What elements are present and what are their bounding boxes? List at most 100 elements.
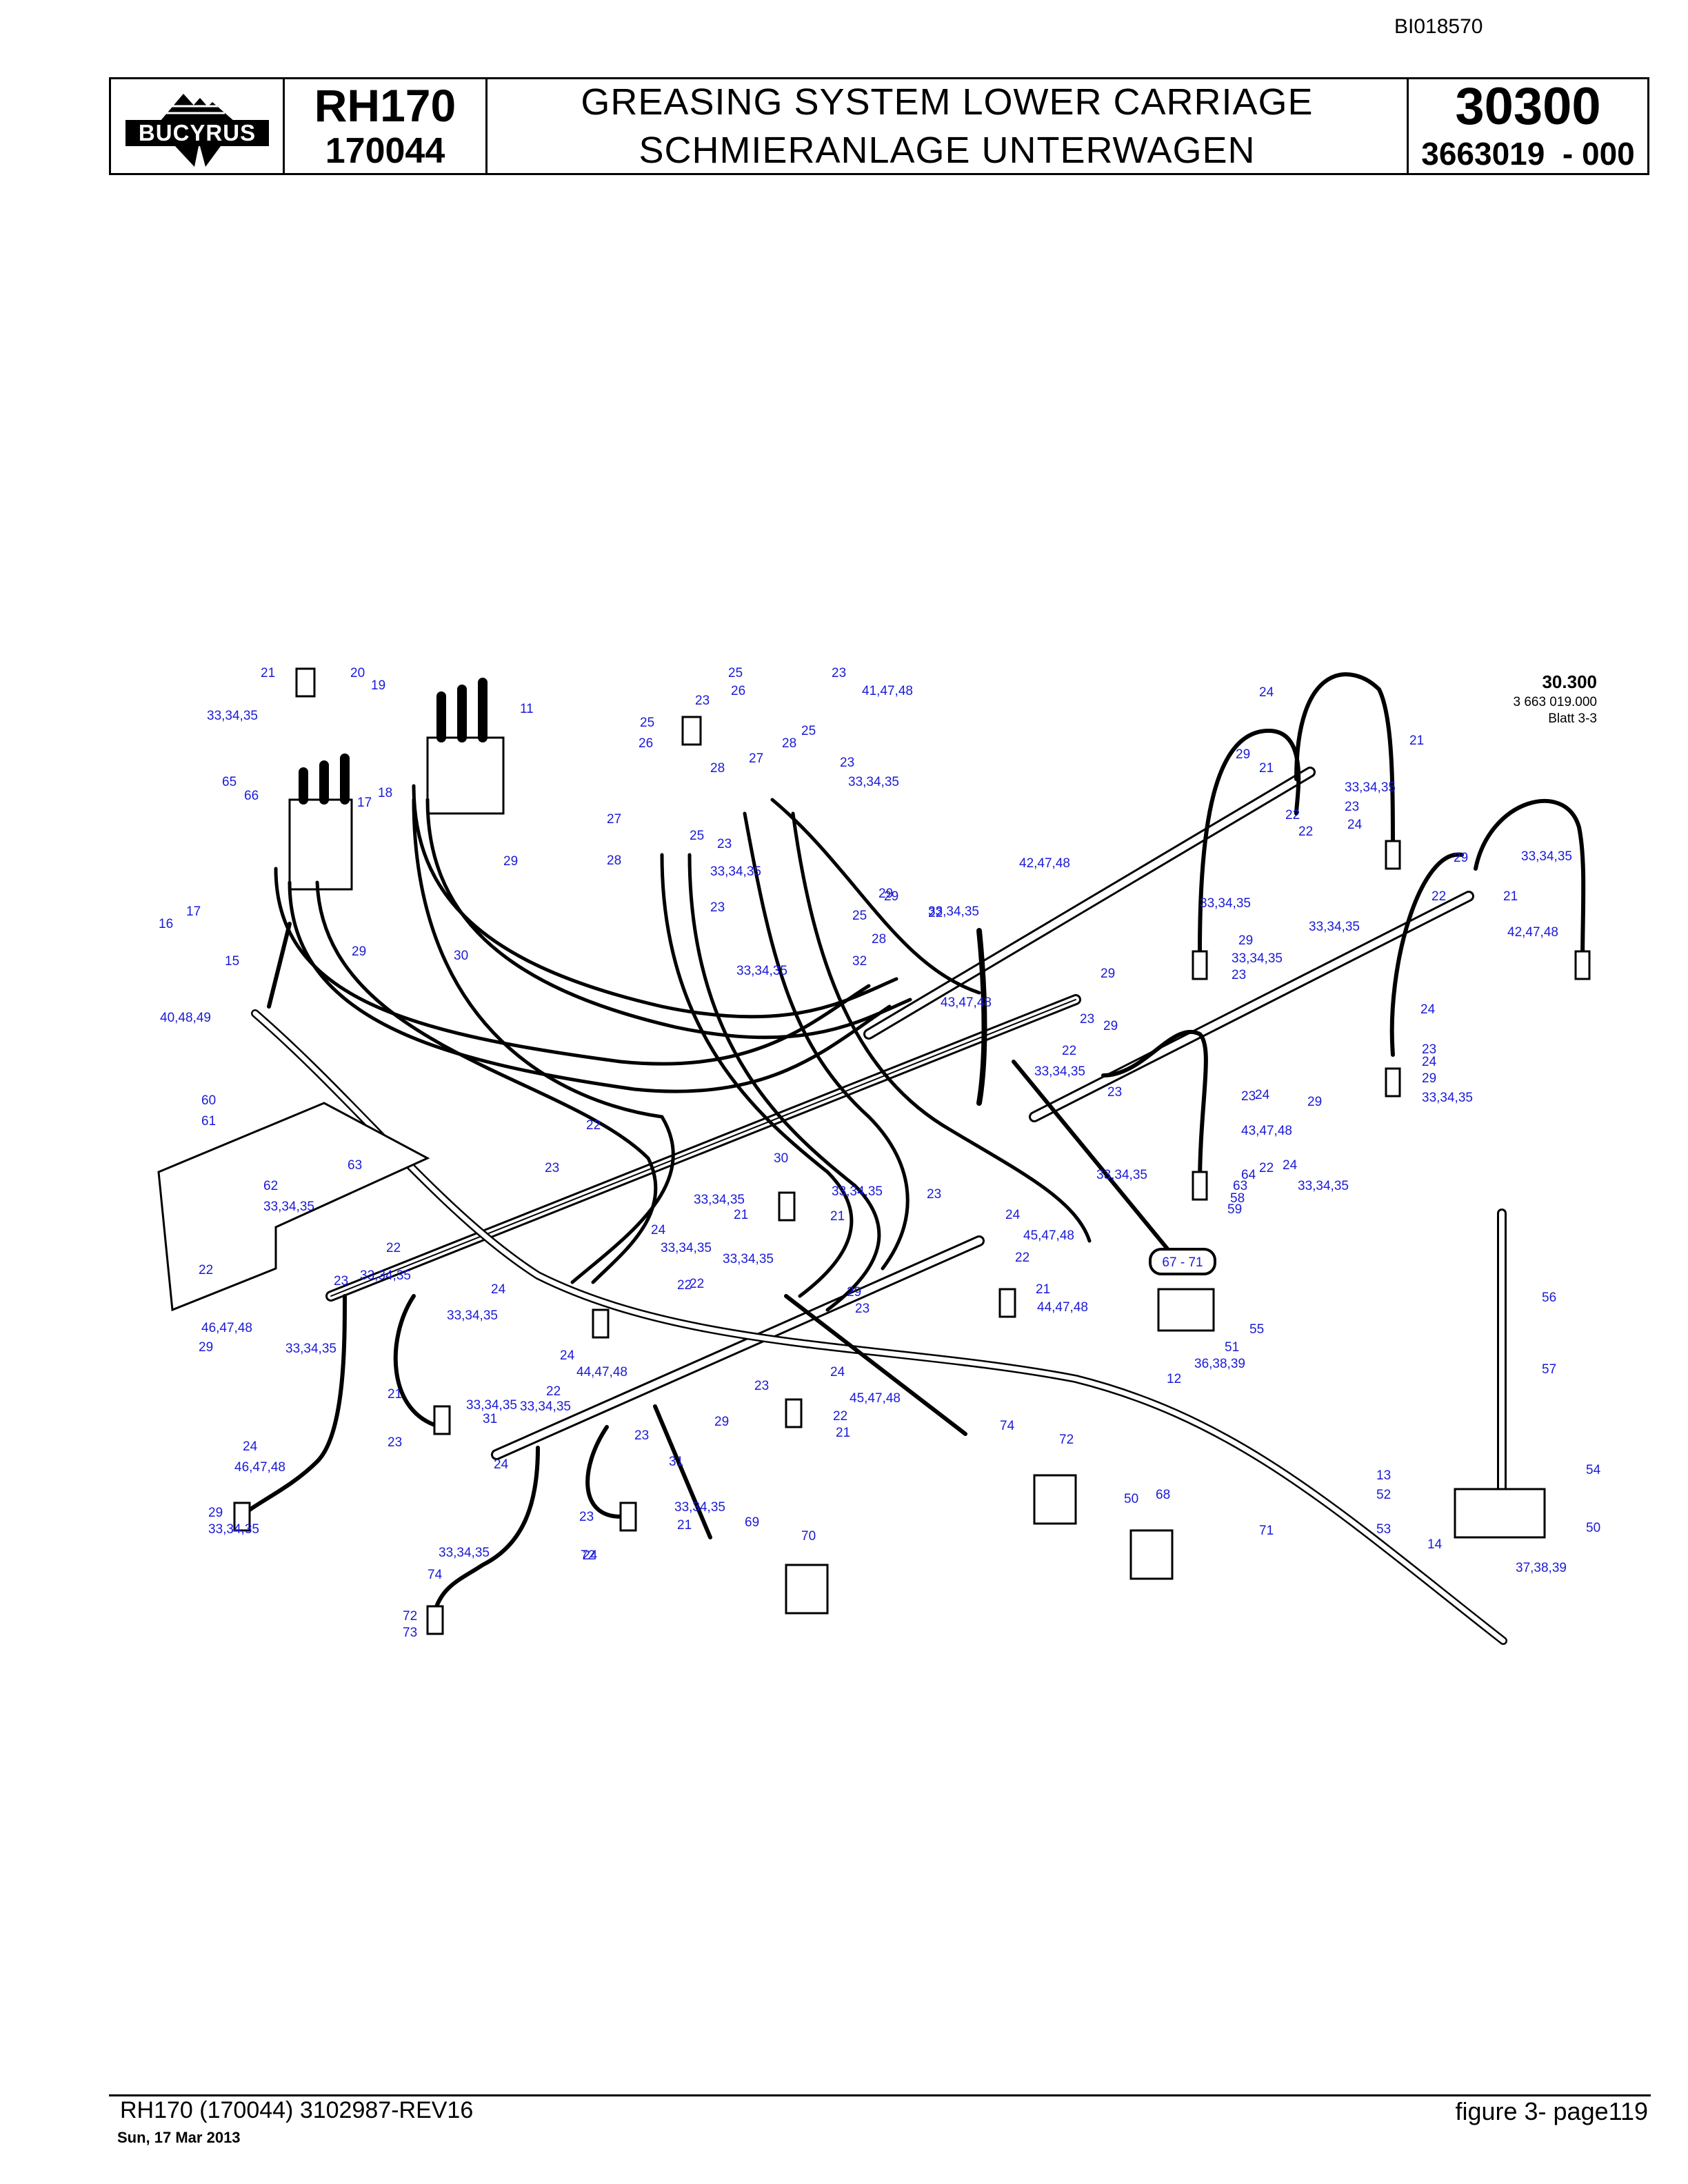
footer-rule (109, 2094, 1651, 2096)
serial-number: 170044 (325, 131, 445, 171)
part-label: 33,34,35 (1298, 1179, 1349, 1193)
title-block: BUCYRUS RH170 170044 GREASING SYSTEM LOW… (109, 77, 1649, 175)
part-label: 33,34,35 (285, 1342, 336, 1356)
part-label: 22 (1298, 825, 1313, 839)
part-label: 46,47,48 (201, 1321, 252, 1335)
part-label: 24 (1259, 685, 1274, 700)
part-label: 26 (731, 684, 745, 698)
part-label: 23 (927, 1187, 941, 1202)
part-label: 24 (583, 1548, 598, 1563)
reference-title: 30.300 (1542, 671, 1597, 692)
reference-number: 3 663 019.000 (1513, 695, 1597, 709)
part-label: 33,34,35 (832, 1184, 883, 1199)
part-label: 33,34,35 (928, 904, 979, 919)
part-label: 29 (1236, 747, 1250, 762)
part-label: 71 (1259, 1524, 1274, 1538)
part-label: 29 (1101, 967, 1115, 981)
part-label: 23 (855, 1302, 870, 1316)
part-label: 22 (546, 1384, 561, 1399)
part-label: 72 (1059, 1433, 1074, 1447)
part-number: 3663019 - 000 (1421, 136, 1635, 172)
part-label: 33,34,35 (1309, 920, 1360, 934)
part-label: 23 (1232, 968, 1246, 982)
part-label: 72 (581, 1548, 595, 1563)
part-label: 70 (801, 1529, 816, 1544)
part-label: 28 (710, 761, 725, 776)
part-label: 22 (1015, 1251, 1029, 1265)
part-label: 68 (1156, 1488, 1170, 1502)
part-label: 33,34,35 (1034, 1064, 1085, 1079)
part-label: 23 (579, 1510, 594, 1524)
part-label: 25 (852, 909, 867, 923)
part-label: 60 (201, 1093, 216, 1108)
part-label: 19 (371, 678, 385, 693)
part-label: 72 (403, 1609, 417, 1624)
part-label: 33,34,35 (710, 865, 761, 879)
part-label: 24 (1422, 1055, 1437, 1069)
reference-sheet: Blatt 3-3 (1548, 711, 1597, 726)
part-label: 74 (428, 1568, 443, 1582)
part-label: 17 (186, 904, 201, 919)
part-label: 56 (1542, 1291, 1556, 1305)
part-label: 23 (1107, 1085, 1122, 1100)
part-label: 23 (1345, 800, 1359, 814)
part-label: 33,34,35 (447, 1308, 498, 1323)
part-label: 29 (1238, 933, 1253, 948)
part-label: 23 (1241, 1089, 1256, 1104)
part-label: 29 (714, 1415, 729, 1429)
part-label: 36,38,39 (1194, 1357, 1245, 1371)
part-label: 22 (586, 1118, 601, 1133)
callout-box (1149, 1248, 1216, 1275)
model-cell: RH170 170044 (285, 79, 488, 173)
part-label: 33,34,35 (439, 1546, 490, 1560)
part-label: 42,47,48 (1507, 925, 1558, 940)
part-label: 33,34,35 (1345, 780, 1396, 795)
part-label: 28 (607, 853, 621, 868)
part-label: 21 (830, 1209, 845, 1224)
part-label: 24 (1255, 1088, 1270, 1102)
part-label: 32 (852, 954, 867, 969)
part-label: 22 (928, 906, 943, 920)
part-label: 29 (884, 889, 898, 904)
part-label: 55 (1249, 1322, 1264, 1337)
part-label: 44,47,48 (576, 1365, 627, 1379)
part-label: 29 (503, 854, 518, 869)
part-label: 21 (1259, 761, 1274, 776)
part-label: 45,47,48 (1023, 1228, 1074, 1243)
part-label: 46,47,48 (234, 1460, 285, 1475)
part-label: 14 (1427, 1537, 1443, 1552)
part-label: 41,47,48 (862, 684, 913, 698)
logo-cell: BUCYRUS (111, 79, 285, 173)
part-label: 12 (1167, 1372, 1181, 1386)
part-label: 62 (263, 1179, 278, 1193)
part-label: 30 (454, 949, 468, 963)
part-label: 23 (840, 756, 854, 770)
part-label: 28 (782, 736, 796, 751)
title-cell: GREASING SYSTEM LOWER CARRIAGE SCHMIERAN… (488, 79, 1409, 173)
part-label: 24 (651, 1223, 666, 1237)
part-label: 24 (491, 1282, 506, 1297)
part-label: 33,34,35 (208, 1522, 259, 1537)
part-label: 43,47,48 (941, 995, 992, 1010)
part-label: 23 (545, 1161, 559, 1175)
part-label: 58 (1230, 1191, 1245, 1206)
part-label: 28 (872, 932, 886, 947)
part-label: 29 (1422, 1071, 1436, 1086)
part-label: 22 (1062, 1044, 1076, 1058)
part-label: 33,34,35 (1232, 951, 1283, 966)
part-label: 27 (749, 751, 763, 766)
callout-label: 67 - 71 (1162, 1255, 1203, 1270)
title-english: GREASING SYSTEM LOWER CARRIAGE (581, 81, 1314, 123)
part-label: 74 (1000, 1419, 1015, 1433)
part-label: 33,34,35 (848, 775, 899, 789)
part-label: 22 (690, 1277, 704, 1291)
part-label: 33,34,35 (466, 1398, 517, 1413)
part-label: 24 (830, 1365, 845, 1379)
part-label: 52 (1376, 1488, 1391, 1502)
part-label: 40,48,49 (160, 1011, 211, 1025)
section-number: 30300 (1455, 77, 1601, 136)
part-label: 22 (1285, 808, 1300, 822)
part-label: 33,34,35 (520, 1399, 571, 1414)
part-label: 50 (1124, 1492, 1138, 1506)
part-label: 33,34,35 (360, 1268, 411, 1283)
